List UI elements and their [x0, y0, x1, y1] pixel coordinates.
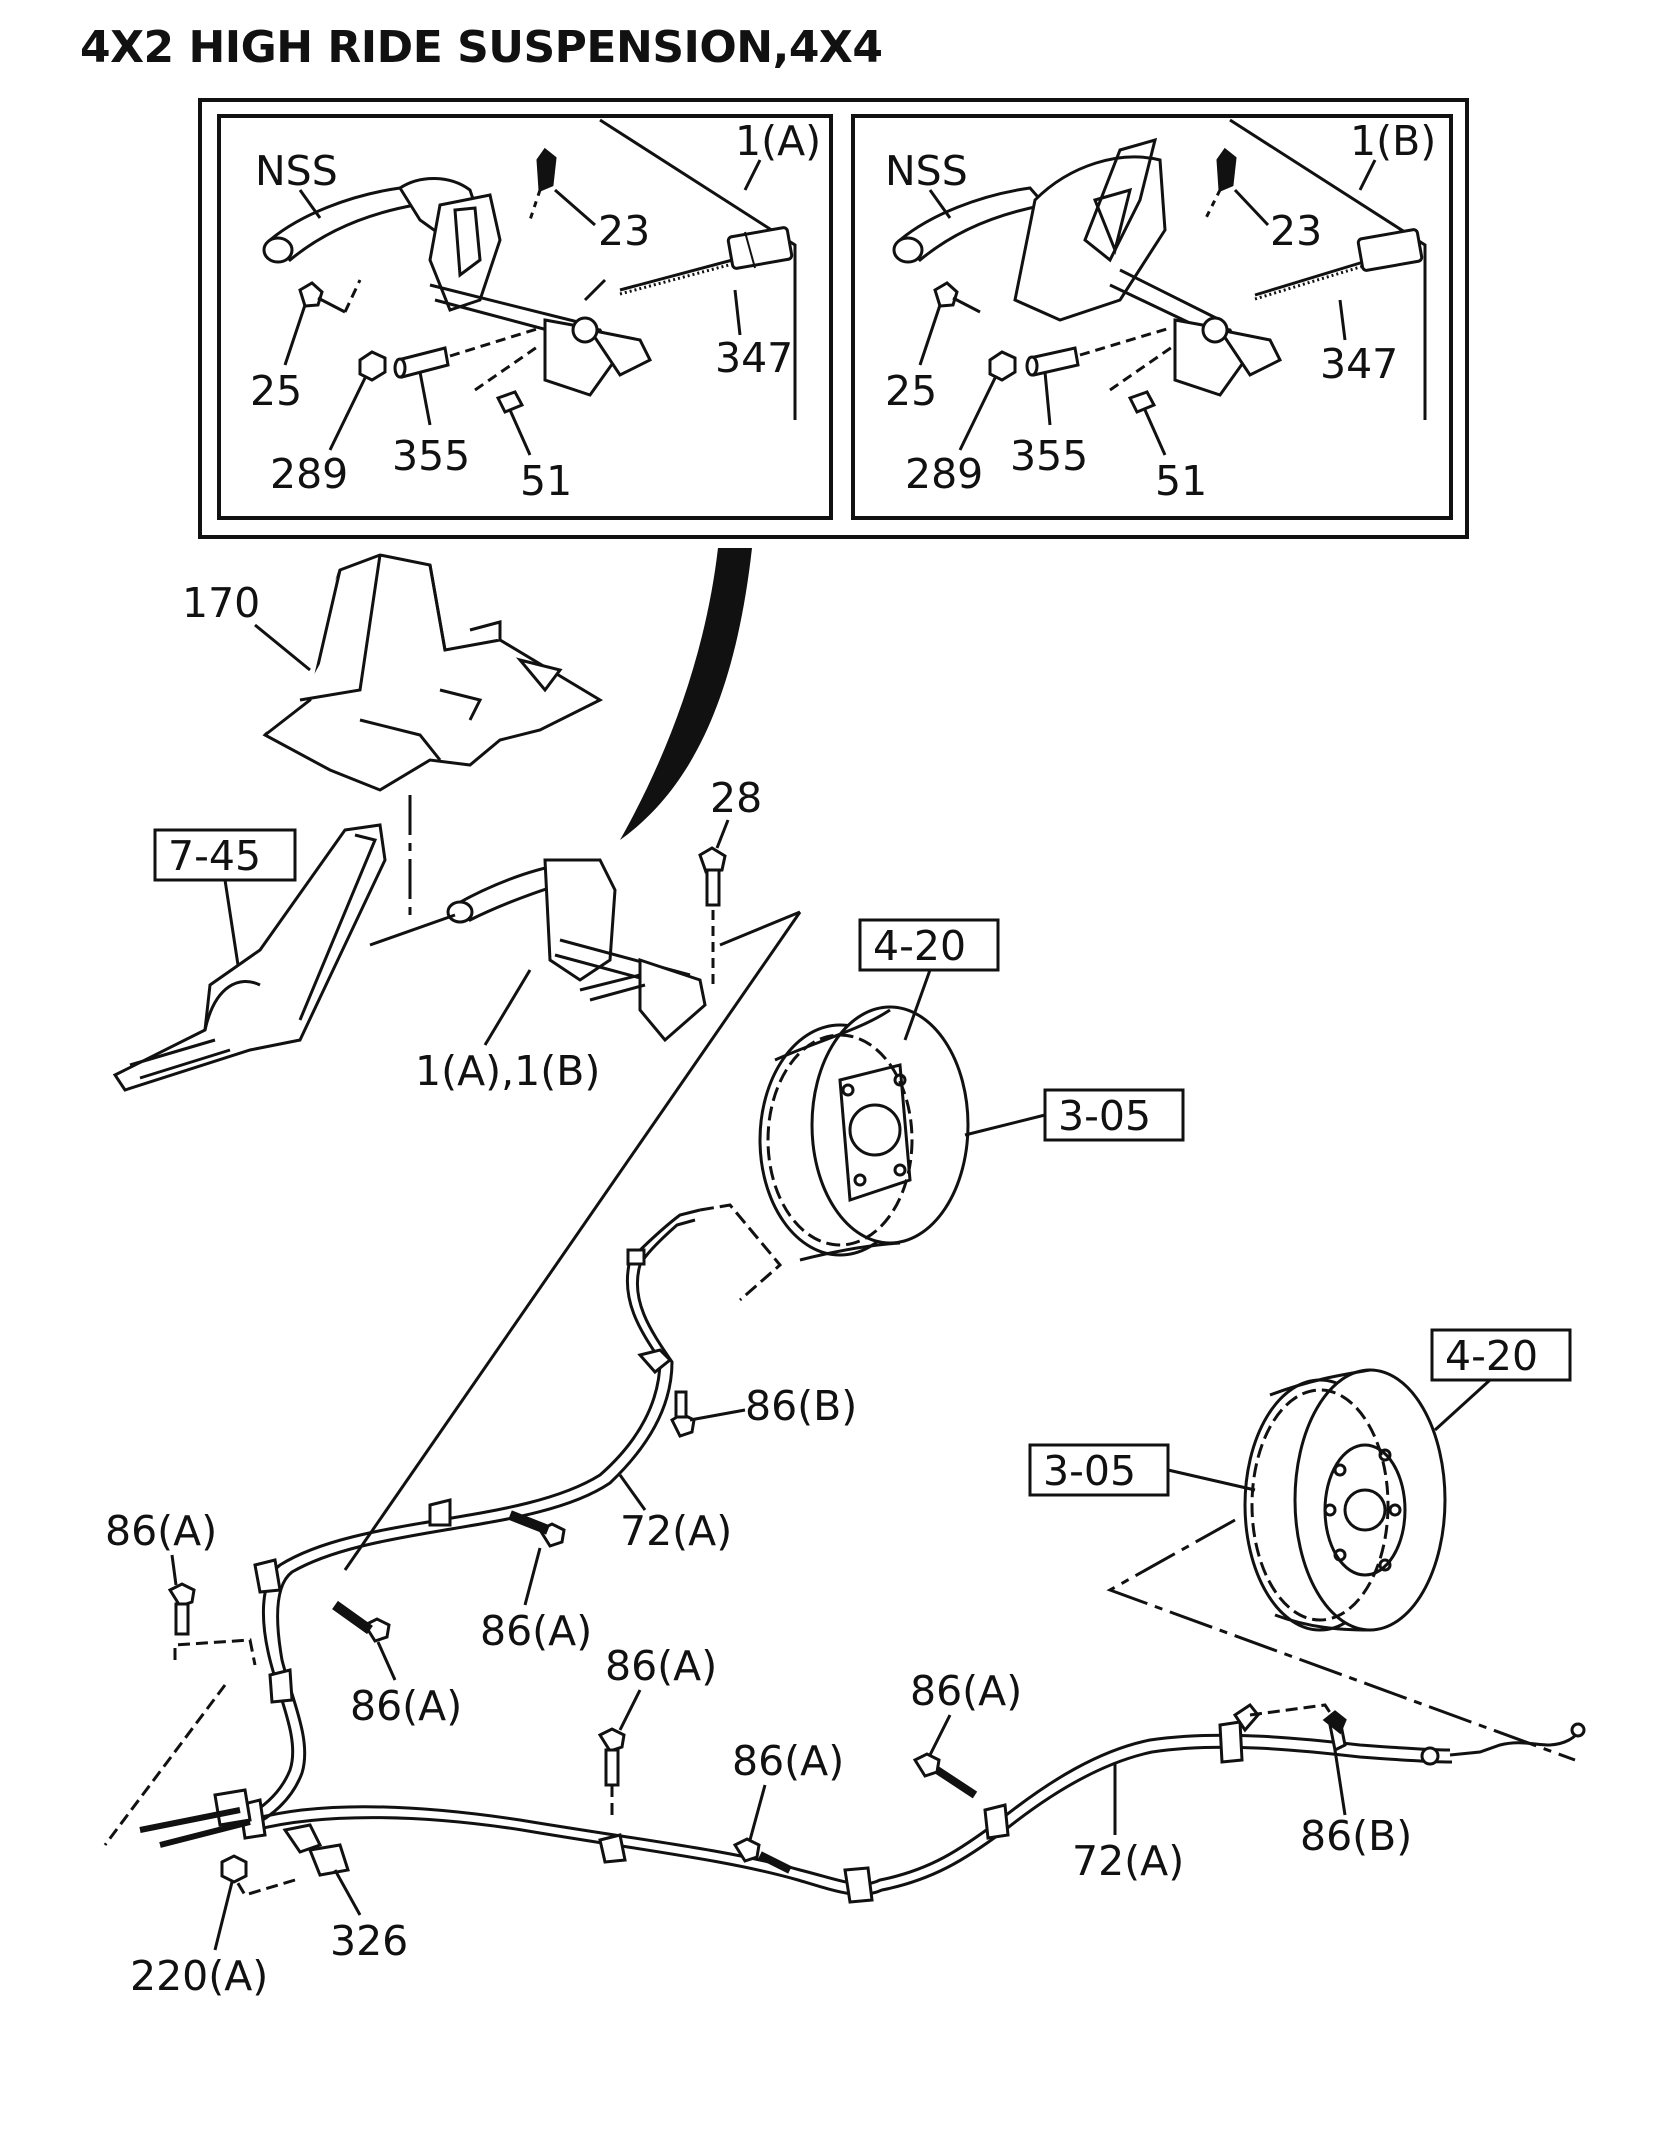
- label-25-a: 25: [250, 367, 302, 415]
- label-86b-upper: 86(B): [745, 1382, 857, 1430]
- page-title: 4X2 HIGH RIDE SUSPENSION,4X4: [80, 22, 883, 73]
- bolt-28: [698, 846, 727, 907]
- label-variant-a: 1(A): [735, 117, 821, 165]
- ref-4-20-right-text: 4-20: [1445, 1332, 1538, 1380]
- inset-b-lever-assembly: [892, 118, 1427, 420]
- cable-fittings: [139, 1248, 1586, 1904]
- inset-a-lever-assembly: [262, 118, 797, 420]
- label-289-a: 289: [270, 450, 348, 498]
- label-289-b: 289: [905, 450, 983, 498]
- callout-pointer: [620, 548, 752, 840]
- brake-drum-lower: [1243, 1368, 1447, 1632]
- label-72a-upper: 72(A): [620, 1507, 732, 1555]
- label-23-a: 23: [598, 207, 650, 255]
- label-86a-lower: 86(A): [350, 1682, 462, 1730]
- label-variant-b: 1(B): [1350, 117, 1436, 165]
- lever-boot-cover: [112, 823, 387, 1092]
- console-170: [262, 553, 604, 792]
- label-86a-mid: 86(A): [480, 1607, 592, 1655]
- label-28: 28: [710, 774, 762, 822]
- cable-lower-72a: [249, 1729, 1582, 1897]
- main-lever-assembly: [446, 858, 707, 1043]
- label-25-b: 25: [885, 367, 937, 415]
- label-23-b: 23: [1270, 207, 1322, 255]
- label-355-b: 355: [1010, 432, 1088, 480]
- label-86a-right-top: 86(A): [910, 1667, 1022, 1715]
- ref-3-05-top-text: 3-05: [1058, 1092, 1151, 1140]
- ref-box-3-05-top[interactable]: 3-05: [1043, 1088, 1185, 1142]
- label-86a-bottom-mid: 86(A): [732, 1737, 844, 1785]
- label-86a-left: 86(A): [105, 1507, 217, 1555]
- label-51-b: 51: [1155, 457, 1207, 505]
- label-347-a: 347: [715, 334, 793, 382]
- ref-box-7-45[interactable]: 7-45: [153, 828, 297, 882]
- part-labels: 86(B) 72(A) 86(A) 86(A) 86(A) 86(A) 86(A…: [105, 1382, 1412, 2000]
- dashed-leaders: [103, 1638, 1337, 1897]
- ref-box-3-05-right[interactable]: 3-05: [1028, 1443, 1170, 1497]
- label-86b-lower: 86(B): [1300, 1812, 1412, 1860]
- label-170: 170: [182, 579, 260, 627]
- inset-a-labels: 1(A) NSS 23 347 25 289 355 51: [250, 117, 821, 505]
- label-347-b: 347: [1320, 340, 1398, 388]
- label-1a-1b: 1(A),1(B): [415, 1047, 600, 1095]
- label-326: 326: [330, 1917, 408, 1965]
- ref-4-20-top-text: 4-20: [873, 922, 966, 970]
- ref-7-45-text: 7-45: [168, 832, 261, 880]
- ref-3-05-right-text: 3-05: [1043, 1447, 1136, 1495]
- label-86a-center: 86(A): [605, 1642, 717, 1690]
- inset-frame: [198, 98, 1469, 539]
- ref-box-4-20-top[interactable]: 4-20: [858, 918, 1000, 972]
- inset-b-labels: 1(B) NSS 23 347 25 289 355 51: [885, 117, 1436, 505]
- label-72a-lower: 72(A): [1072, 1837, 1184, 1885]
- label-nss-a: NSS: [255, 147, 338, 195]
- ref-box-4-20-right[interactable]: 4-20: [1430, 1328, 1572, 1382]
- brake-drum-upper: [758, 1005, 970, 1262]
- label-nss-b: NSS: [885, 147, 968, 195]
- label-220a: 220(A): [130, 1952, 268, 2000]
- label-355-a: 355: [392, 432, 470, 480]
- label-51-a: 51: [520, 457, 572, 505]
